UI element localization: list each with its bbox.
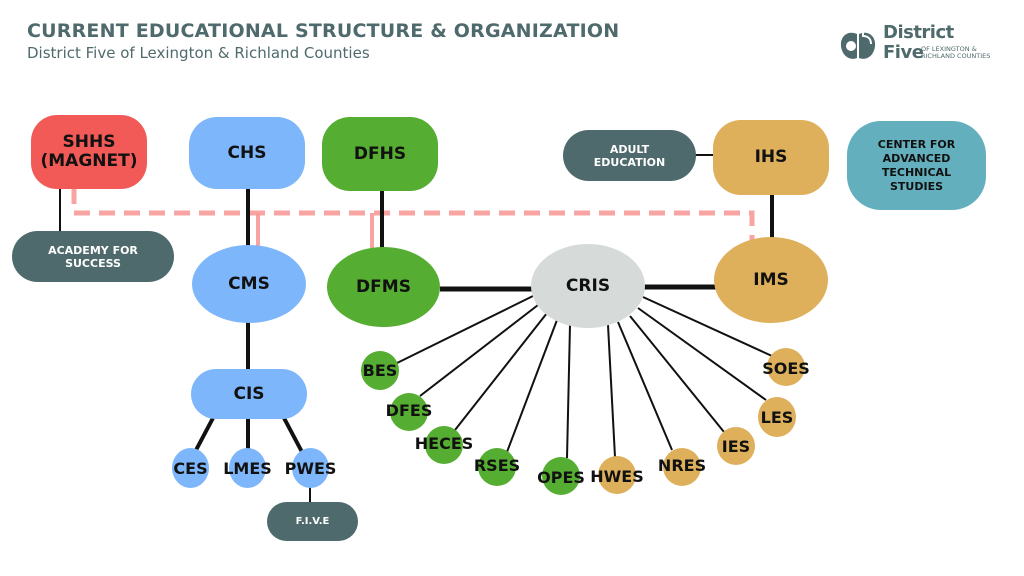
node-dfes-label: DFES [385, 400, 433, 420]
node-ies-label: IES [721, 436, 751, 456]
link-cris-dfes [419, 304, 539, 397]
logo-tagline: OF LEXINGTON & RICHLAND COUNTIES [921, 46, 990, 60]
link-cris-hwes [607, 324, 616, 458]
node-rses[interactable]: RSES [474, 448, 520, 486]
node-opes[interactable]: OPES [537, 457, 585, 495]
logo-tagline-line1: OF LEXINGTON & [921, 45, 977, 53]
node-nres-label: NRES [657, 455, 707, 475]
node-bes[interactable]: BES [361, 351, 399, 390]
node-ies[interactable]: IES [717, 427, 755, 465]
node-ims[interactable]: IMS [714, 237, 828, 323]
node-lmes[interactable]: LMES [223, 448, 272, 488]
node-academy-for-success[interactable]: ACADEMY FOR SUCCESS [12, 231, 174, 282]
node-dfms[interactable]: DFMS [327, 247, 440, 327]
node-pwes[interactable]: PWES [285, 448, 336, 488]
node-adult-education[interactable]: ADULT EDUCATION [563, 130, 696, 181]
node-dfhs[interactable]: DFHS [322, 117, 438, 191]
link-cris-les [637, 307, 767, 401]
node-ces[interactable]: CES [172, 448, 209, 488]
logo-tagline-line2: RICHLAND COUNTIES [921, 52, 991, 60]
magnet-dashed-link [71, 188, 755, 240]
node-nres[interactable]: NRES [658, 448, 706, 486]
node-ihs[interactable]: IHS [713, 120, 829, 195]
node-ces-label: CES [173, 458, 208, 478]
node-cis[interactable]: CIS [191, 369, 307, 419]
node-center-advanced-technical-studies[interactable]: CENTER FOR ADVANCED TECHNICAL STUDIES [847, 121, 986, 210]
node-hwes-label: HWES [590, 466, 644, 486]
node-les[interactable]: LES [758, 397, 796, 437]
link-cris-heces [454, 312, 548, 431]
link-cris-opes [566, 324, 571, 459]
node-shhs[interactable]: SHHS (MAGNET) [31, 115, 147, 189]
node-chs[interactable]: CHS [189, 117, 305, 189]
node-hwes[interactable]: HWES [590, 456, 644, 494]
node-cms[interactable]: CMS [192, 245, 306, 323]
page-subtitle: District Five of Lexington & Richland Co… [27, 44, 370, 62]
link-cris-rses [506, 319, 558, 453]
link-cis-pwes [282, 417, 304, 453]
logo-five-text: Five [883, 42, 924, 63]
node-soes[interactable]: SOES [762, 348, 810, 386]
district-logo: District Five OF LEXINGTON & RICHLAND CO… [838, 22, 1008, 66]
node-five[interactable]: F.I.V.E [267, 502, 358, 541]
node-lmes-label: LMES [223, 458, 272, 478]
link-cris-bes [394, 295, 534, 365]
node-cris[interactable]: CRIS [531, 244, 645, 328]
node-heces[interactable]: HECES [415, 426, 473, 464]
node-rses-label: RSES [473, 455, 521, 475]
node-opes-label: OPES [537, 467, 585, 487]
page-title: CURRENT EDUCATIONAL STRUCTURE & ORGANIZA… [27, 20, 620, 42]
node-soes-label: SOES [762, 358, 810, 378]
node-les-label: LES [760, 407, 794, 427]
link-cris-soes [642, 296, 773, 357]
node-pwes-label: PWES [284, 458, 337, 478]
link-cis-ces [193, 417, 215, 453]
link-cris-nres [617, 321, 673, 451]
node-dfes[interactable]: DFES [386, 393, 432, 431]
node-heces-label: HECES [414, 433, 474, 453]
link-cris-ies [629, 315, 725, 433]
apple-d5-logo-icon [840, 27, 876, 59]
logo-district-text: District [883, 22, 954, 43]
node-bes-label: BES [362, 361, 398, 380]
